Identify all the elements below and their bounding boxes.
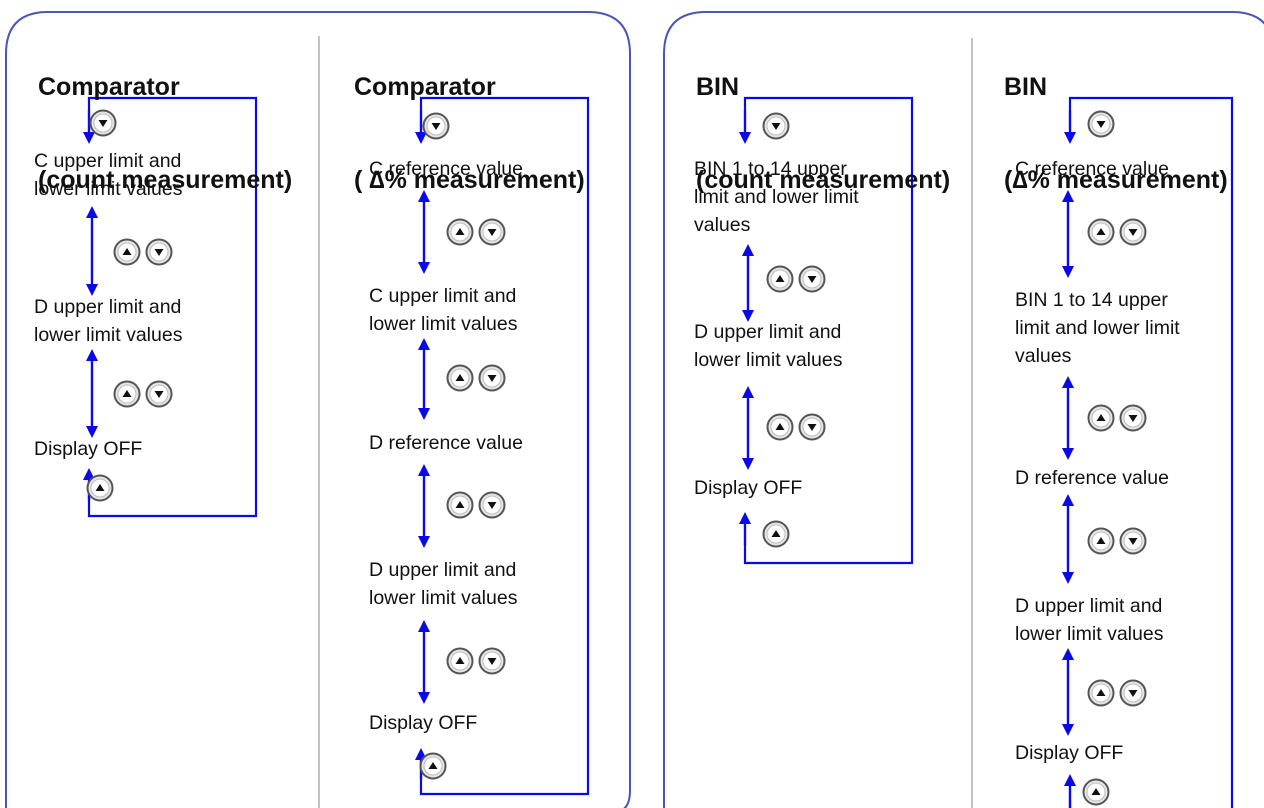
step-c-reference: C reference value xyxy=(369,158,523,180)
step-display-off: Display OFF xyxy=(694,477,803,499)
column-title-comparator-delta: Comparator ( ∆% measurement) xyxy=(354,10,585,258)
up-key-icon xyxy=(419,752,447,780)
down-key-icon xyxy=(145,238,173,266)
down-key-icon xyxy=(1087,110,1115,138)
column-title-comparator-count: Comparator (count measurement) xyxy=(38,10,292,258)
step-c-reference: C reference value xyxy=(1015,158,1169,180)
down-key-icon xyxy=(478,218,506,246)
up-key-icon xyxy=(766,413,794,441)
step-c-upper-lower: C upper limit and lower limit values xyxy=(369,285,518,335)
loop-line xyxy=(1068,96,1234,808)
step-bin-upper-lower: BIN 1 to 14 upper limit and lower limit … xyxy=(694,158,859,236)
up-key-icon xyxy=(762,520,790,548)
step-d-upper-lower: D upper limit and lower limit values xyxy=(1015,595,1164,645)
down-key-icon xyxy=(478,491,506,519)
title-line-1: BIN xyxy=(696,73,740,101)
up-key-icon xyxy=(1087,527,1115,555)
step-display-off: Display OFF xyxy=(34,438,143,460)
title-line-1: BIN xyxy=(1004,73,1048,101)
down-key-icon xyxy=(89,109,117,137)
down-key-icon xyxy=(145,380,173,408)
loop-line xyxy=(87,96,258,518)
step-d-reference: D reference value xyxy=(1015,467,1169,489)
up-key-icon xyxy=(446,364,474,392)
down-key-icon xyxy=(798,413,826,441)
up-key-icon xyxy=(113,238,141,266)
loop-lines xyxy=(87,96,1234,808)
key-icons xyxy=(86,109,1147,806)
step-d-upper-lower: D upper limit and lower limit values xyxy=(694,321,843,371)
up-key-icon xyxy=(446,218,474,246)
double-arrows xyxy=(83,110,1076,808)
down-key-icon xyxy=(1119,218,1147,246)
title-line-2: (count measurement) xyxy=(38,166,293,194)
up-key-icon xyxy=(1087,404,1115,432)
up-key-icon xyxy=(1087,679,1115,707)
step-display-off: Display OFF xyxy=(1015,742,1124,764)
column-dividers xyxy=(318,36,973,808)
title-line-1: Comparator xyxy=(354,73,496,101)
step-d-upper-lower: D upper limit and lower limit values xyxy=(369,559,518,609)
down-key-icon xyxy=(798,265,826,293)
step-d-upper-lower: D upper limit and lower limit values xyxy=(34,296,183,346)
column-title-bin-delta: BIN (∆% measurement) xyxy=(1004,10,1228,258)
panel-frame-bin xyxy=(663,11,1264,808)
panel-frame-comparator xyxy=(5,11,631,808)
loop-line xyxy=(743,96,914,565)
up-key-icon xyxy=(766,265,794,293)
down-key-icon xyxy=(1119,527,1147,555)
down-key-icon xyxy=(422,112,450,140)
step-display-off: Display OFF xyxy=(369,712,478,734)
up-key-icon xyxy=(86,474,114,502)
down-key-icon xyxy=(478,364,506,392)
title-line-2: (∆% measurement) xyxy=(1004,166,1228,194)
down-key-icon xyxy=(762,112,790,140)
up-key-icon xyxy=(113,380,141,408)
step-d-reference: D reference value xyxy=(369,432,523,454)
title-line-2: (count measurement) xyxy=(696,166,951,194)
step-bin-upper-lower: BIN 1 to 14 upper limit and lower limit … xyxy=(1015,289,1180,367)
title-line-1: Comparator xyxy=(38,73,180,101)
down-key-icon xyxy=(1119,679,1147,707)
up-key-icon xyxy=(1087,218,1115,246)
step-c-upper-lower: C upper limit and lower limit values xyxy=(34,150,183,200)
title-line-2: ( ∆% measurement) xyxy=(354,166,585,194)
up-key-icon xyxy=(446,647,474,675)
panel-frames xyxy=(5,11,1264,808)
down-key-icon xyxy=(478,647,506,675)
up-key-icon xyxy=(446,491,474,519)
up-key-icon xyxy=(1082,778,1110,806)
down-key-icon xyxy=(1119,404,1147,432)
column-title-bin-count: BIN (count measurement) xyxy=(696,10,950,258)
loop-line xyxy=(419,96,590,796)
